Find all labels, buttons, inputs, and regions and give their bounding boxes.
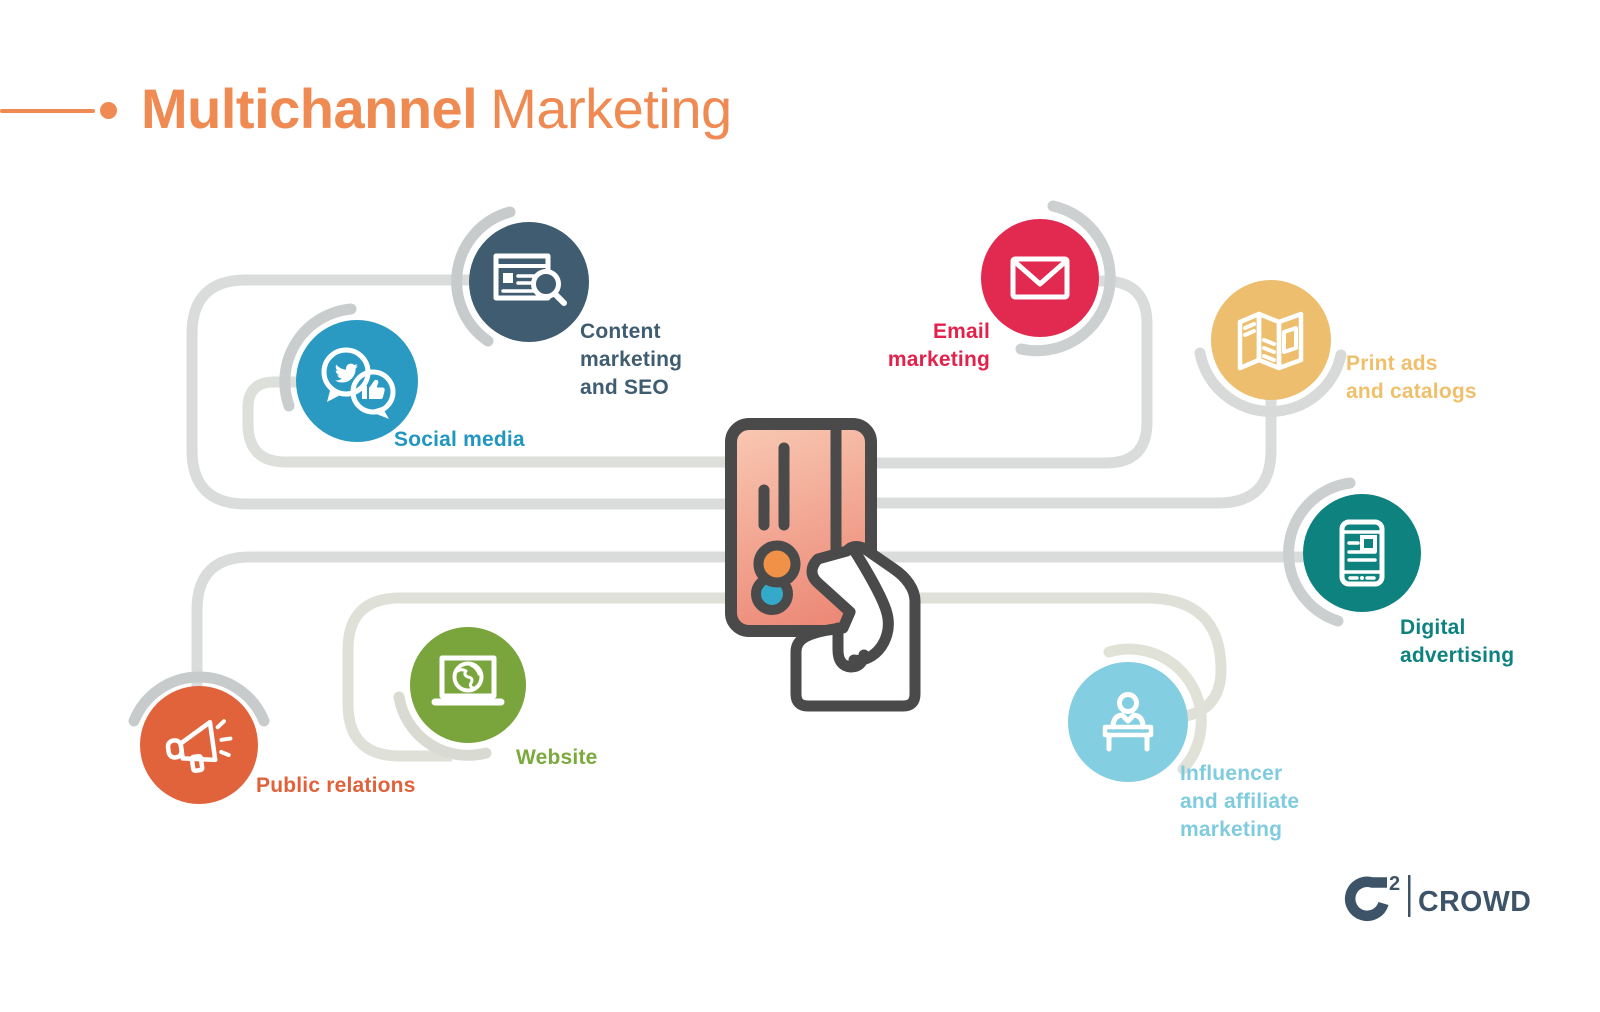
label-content-marketing-seo: Content marketing and SEO [580,320,683,399]
g2-crowd-logo: 2 CROWD [1344,873,1531,921]
card-chip-orange-circle [753,540,801,588]
hand-thumb-line [848,544,894,666]
label-public-relations: Public relations [256,774,416,797]
connector-content-marketing [186,274,748,510]
connector-social-media [242,376,748,468]
arc-print-ads [1194,347,1347,417]
smartphone-ad-icon [1339,519,1385,587]
laptop-globe-icon [431,655,505,706]
channel-print-ads-catalogs [1211,280,1331,400]
arc-public-relations [128,671,270,727]
arc-website [393,691,492,761]
title-light-text: Marketing [490,77,732,140]
title-bold-text: Multichannel [141,77,478,140]
channel-email-marketing [981,219,1099,337]
label-email-marketing: Email marketing [887,320,990,371]
channel-digital-advertising [1303,494,1421,612]
arc-content-marketing [451,206,516,347]
hand [790,541,921,712]
label-digital-advertising: Digital advertising [1400,616,1515,667]
channel-influencer-affiliate [1068,662,1188,782]
arc-email-marketing [1015,200,1116,357]
connector-public-relations [191,551,748,692]
webpage-search-icon [493,253,567,306]
channel-public-relations [140,686,258,804]
megaphone-icon [165,719,233,774]
label-print-ads-catalogs: Print ads and catalogs [1346,352,1477,403]
g-mark [1344,876,1389,921]
hand-finger-curl [832,622,870,673]
channel-content-marketing-seo [469,222,589,342]
connector-print-ads [854,396,1277,509]
channel-social-media [296,320,418,442]
brochure-icon [1237,311,1304,371]
logo-divider [1408,875,1411,917]
title-rule-dot [100,102,117,119]
logo-wordmark: CROWD [1418,886,1531,918]
label-website: Website [516,746,598,769]
decorative-arcs [128,200,1356,775]
logo-superscript: 2 [1389,873,1400,895]
arc-social-media [279,303,357,412]
label-social-media: Social media [394,428,525,451]
title-rule-line [0,109,95,113]
arc-influencer [1103,643,1207,775]
credit-card-in-hand-illustration [725,418,921,712]
social-bubbles-icon [321,347,396,419]
connector-website [342,592,748,762]
channel-website [410,627,526,743]
connector-lines [186,274,1310,762]
envelope-icon [1010,256,1070,300]
person-desk-icon [1102,692,1154,752]
label-influencer-affiliate: Influencer and affiliate marketing [1180,762,1300,841]
arc-digital-advertising [1283,477,1356,627]
connector-email-marketing [854,275,1153,469]
connector-influencer [854,592,1227,722]
